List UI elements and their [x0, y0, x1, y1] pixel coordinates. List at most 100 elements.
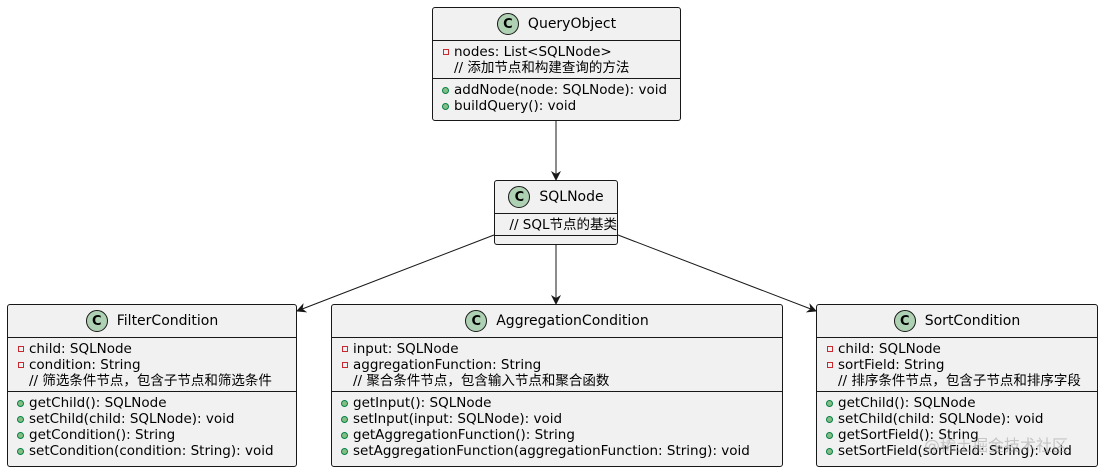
field-text: condition: String: [29, 357, 141, 373]
public-visibility-icon: [338, 399, 351, 407]
method-text: setCondition(condition: String): void: [29, 443, 274, 459]
method-row: getCondition(): String: [8, 427, 296, 443]
public-visibility-icon: [14, 415, 27, 423]
class-badge-icon: C: [85, 310, 108, 332]
private-visibility-icon: [14, 362, 27, 368]
class-header: C AggregationCondition: [332, 305, 782, 337]
method-text: setChild(child: SQLNode): void: [838, 411, 1044, 427]
method-row: getSortField(): String: [817, 427, 1097, 443]
field-text: // 添加节点和构建查询的方法: [454, 60, 630, 76]
public-visibility-icon: [823, 399, 836, 407]
public-visibility-icon: [823, 431, 836, 439]
field-row: aggregationFunction: String: [332, 357, 782, 373]
private-visibility-icon: [439, 49, 452, 55]
method-row: addNode(node: SQLNode): void: [433, 82, 680, 98]
private-visibility-icon: [338, 362, 351, 368]
method-text: setAggregationFunction(aggregationFuncti…: [353, 443, 750, 459]
method-row: setAggregationFunction(aggregationFuncti…: [332, 443, 782, 459]
method-row: setChild(child: SQLNode): void: [8, 411, 296, 427]
edge-sql-node-to-sort-condition: [617, 234, 817, 313]
private-visibility-icon: [823, 346, 836, 352]
query-object-class: C QueryObject nodes: List<SQLNode>// 添加节点和…: [432, 7, 681, 121]
field-text: sortField: String: [838, 357, 945, 373]
field-row: condition: String: [8, 357, 296, 373]
field-text: aggregationFunction: String: [353, 357, 542, 373]
class-badge-icon: C: [465, 310, 488, 332]
field-row: nodes: List<SQLNode>: [433, 44, 680, 60]
public-visibility-icon: [439, 86, 452, 94]
public-visibility-icon: [338, 447, 351, 455]
method-row: getAggregationFunction(): String: [332, 427, 782, 443]
class-header: C QueryObject: [433, 8, 680, 40]
methods-section: [495, 235, 617, 243]
edge-sql-node-to-filter-condition: [296, 234, 495, 313]
method-text: getChild(): SQLNode: [29, 395, 167, 411]
field-row: // 聚合条件节点，包含输入节点和聚合函数: [332, 373, 782, 389]
class-name: SortCondition: [924, 313, 1021, 329]
field-text: // 排序条件节点，包含子节点和排序字段: [838, 373, 1081, 389]
method-text: getSortField(): String: [838, 427, 979, 443]
class-badge-icon: C: [496, 13, 519, 35]
field-text: // 聚合条件节点，包含输入节点和聚合函数: [353, 373, 610, 389]
method-row: setSortField(sortField: String): void: [817, 443, 1097, 459]
fields-section: nodes: List<SQLNode>// 添加节点和构建查询的方法: [433, 40, 680, 78]
method-row: buildQuery(): void: [433, 98, 680, 114]
class-header: C SQLNode: [495, 181, 617, 213]
field-text: // 筛选条件节点，包含子节点和筛选条件: [29, 373, 272, 389]
class-name: QueryObject: [527, 16, 617, 32]
class-badge-icon: C: [508, 186, 531, 208]
class-name: AggregationCondition: [496, 313, 649, 329]
public-visibility-icon: [823, 415, 836, 423]
class-header: C SortCondition: [817, 305, 1097, 337]
field-row: // 筛选条件节点，包含子节点和筛选条件: [8, 373, 296, 389]
method-row: setInput(input: SQLNode): void: [332, 411, 782, 427]
method-text: buildQuery(): void: [454, 98, 577, 114]
method-text: getCondition(): String: [29, 427, 176, 443]
method-text: setChild(child: SQLNode): void: [29, 411, 235, 427]
method-row: setChild(child: SQLNode): void: [817, 411, 1097, 427]
field-row: // SQL节点的基类: [495, 217, 617, 233]
field-row: // 添加节点和构建查询的方法: [433, 60, 680, 76]
private-visibility-icon: [14, 346, 27, 352]
class-name: SQLNode: [539, 189, 604, 205]
public-visibility-icon: [338, 415, 351, 423]
field-row: child: SQLNode: [8, 341, 296, 357]
class-header: C FilterCondition: [8, 305, 296, 337]
method-row: getChild(): SQLNode: [8, 395, 296, 411]
method-text: setSortField(sortField: String): void: [838, 443, 1072, 459]
fields-section: // SQL节点的基类: [495, 213, 617, 235]
method-text: getChild(): SQLNode: [838, 395, 976, 411]
public-visibility-icon: [823, 447, 836, 455]
method-text: getAggregationFunction(): String: [353, 427, 575, 443]
method-row: setCondition(condition: String): void: [8, 443, 296, 459]
class-name: FilterCondition: [116, 313, 219, 329]
public-visibility-icon: [338, 431, 351, 439]
method-row: getInput(): SQLNode: [332, 395, 782, 411]
sql-node-class: C SQLNode // SQL节点的基类: [494, 180, 618, 245]
method-text: setInput(input: SQLNode): void: [353, 411, 563, 427]
public-visibility-icon: [14, 399, 27, 407]
field-text: nodes: List<SQLNode>: [454, 44, 612, 60]
private-visibility-icon: [823, 362, 836, 368]
method-text: getInput(): SQLNode: [353, 395, 492, 411]
field-text: input: SQLNode: [353, 341, 459, 357]
method-text: addNode(node: SQLNode): void: [454, 82, 668, 98]
public-visibility-icon: [14, 447, 27, 455]
field-row: child: SQLNode: [817, 341, 1097, 357]
field-text: // SQL节点的基类: [509, 217, 617, 233]
field-row: sortField: String: [817, 357, 1097, 373]
field-row: input: SQLNode: [332, 341, 782, 357]
class-badge-icon: C: [893, 310, 916, 332]
public-visibility-icon: [14, 431, 27, 439]
private-visibility-icon: [338, 346, 351, 352]
